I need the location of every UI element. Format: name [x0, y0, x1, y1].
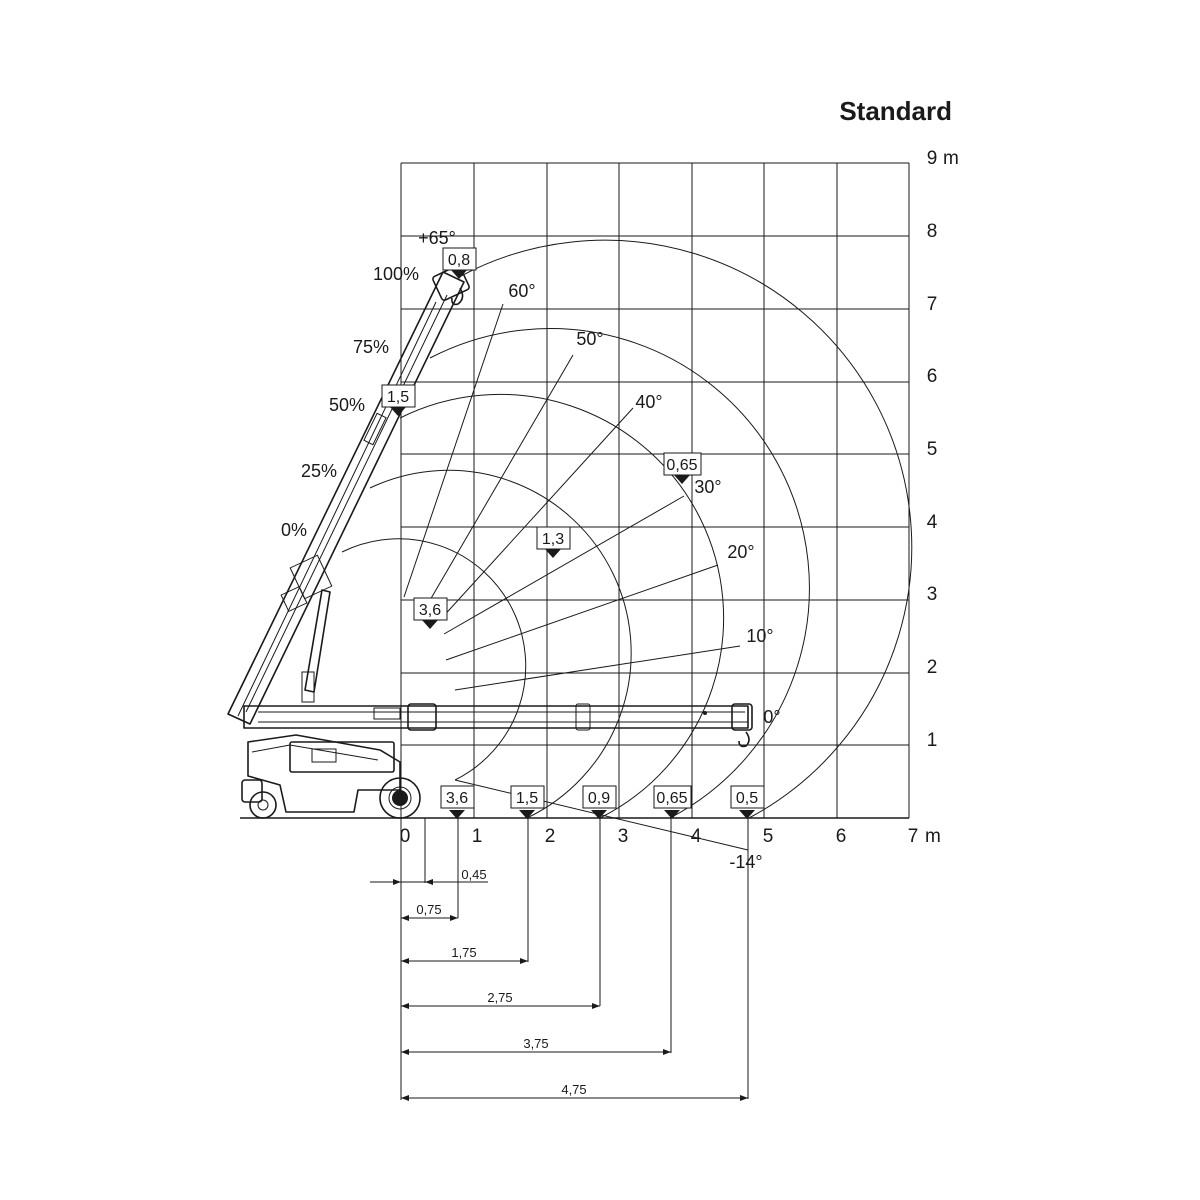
y-tick-label: 1 [927, 730, 938, 751]
load-markers: 0,8 1,5 0,65 1,3 3,6 [381, 247, 702, 629]
svg-text:1,5: 1,5 [387, 389, 409, 406]
load-marker: 0,8 [442, 247, 477, 279]
angle-label: -14° [729, 852, 762, 872]
y-axis: 1 2 3 4 5 6 7 8 9 m [927, 148, 959, 751]
angle-label: 60° [508, 281, 535, 301]
angle-label: 0° [763, 707, 780, 727]
dimension-label: 1,75 [451, 945, 476, 960]
x-tick-label: 0 [400, 826, 411, 847]
chart-title: Standard [839, 96, 952, 126]
ground-load-marker: 0,65 [653, 785, 692, 819]
working-range-arcs [341, 239, 913, 819]
ray-10 [454, 645, 741, 691]
x-tick-label: 5 [763, 826, 774, 847]
x-tick-label: 1 [472, 826, 483, 847]
dimension-label: 0,45 [461, 867, 486, 882]
x-tick-label: 7 [908, 826, 919, 847]
extension-label: 0% [281, 520, 307, 540]
dimension-label: 3,75 [523, 1036, 548, 1051]
x-tick-label: 3 [618, 826, 629, 847]
svg-text:0,5: 0,5 [736, 790, 758, 807]
y-tick-label: 2 [927, 657, 938, 678]
ray-30 [443, 495, 685, 635]
angle-label: 10° [746, 626, 773, 646]
svg-text:0,65: 0,65 [656, 790, 687, 807]
dimension-lines: 0,45 0,75 1,75 2,75 3,75 4,75 [370, 818, 749, 1101]
crane-illustration [227, 265, 753, 819]
extension-label: 25% [301, 461, 337, 481]
y-tick-label: 7 [927, 294, 938, 315]
extension-label: 50% [329, 395, 365, 415]
y-tick-label: 8 [927, 221, 938, 242]
extension-label: 100% [373, 264, 419, 284]
x-tick-label: 6 [836, 826, 847, 847]
boom-horizontal [243, 705, 749, 729]
svg-text:1,3: 1,3 [542, 531, 564, 548]
grid [240, 162, 910, 819]
angle-rays [403, 303, 749, 851]
front-wheel [249, 791, 277, 819]
load-marker: 3,6 [413, 597, 448, 629]
svg-text:0,9: 0,9 [588, 790, 610, 807]
angle-label: +65° [418, 228, 456, 248]
range-arc-0 [341, 538, 527, 781]
load-marker: 1,3 [536, 526, 571, 558]
x-axis: 0 1 2 3 4 5 6 7 m [400, 826, 941, 847]
x-tick-label: 4 [691, 826, 702, 847]
angle-label: 30° [694, 477, 721, 497]
range-arc-25 [369, 469, 632, 819]
load-marker: 1,5 [381, 384, 416, 416]
angle-label: 50° [576, 329, 603, 349]
ground-load-marker: 0,9 [582, 785, 617, 819]
svg-text:3,6: 3,6 [446, 790, 468, 807]
range-arc-100 [460, 239, 913, 819]
angle-labels: +65° 60° 50° 40° 30° 20° 10° 0° -14° [418, 228, 780, 872]
dimension-label: 4,75 [561, 1082, 586, 1097]
y-tick-label: 6 [927, 366, 938, 387]
ray-50 [425, 354, 574, 608]
chassis [247, 734, 401, 813]
y-axis-unit: m [943, 148, 959, 169]
svg-text:1,5: 1,5 [516, 790, 538, 807]
rear-wheel [379, 777, 421, 819]
boom-raised [227, 271, 465, 725]
ray-60 [403, 303, 504, 598]
extension-labels: 100% 75% 50% 25% 0% [281, 264, 419, 540]
ground-load-markers: 3,6 1,5 0,9 0,65 0,5 [440, 785, 765, 819]
ray-40 [439, 407, 634, 621]
y-tick-label: 9 [927, 148, 938, 169]
svg-text:0,65: 0,65 [666, 457, 697, 474]
ray-20 [445, 564, 719, 661]
ground-load-marker: 3,6 [440, 785, 475, 819]
angle-label: 40° [635, 392, 662, 412]
y-tick-label: 4 [927, 512, 938, 533]
svg-text:0,8: 0,8 [448, 252, 470, 269]
dimension-label: 0,75 [416, 902, 441, 917]
y-tick-label: 5 [927, 439, 938, 460]
dimension-label: 2,75 [487, 990, 512, 1005]
extension-label: 75% [353, 337, 389, 357]
load-marker: 0,65 [663, 452, 702, 484]
x-tick-label: 2 [545, 826, 556, 847]
range-arc-75 [429, 328, 810, 819]
svg-text:3,6: 3,6 [419, 602, 441, 619]
y-tick-label: 3 [927, 584, 938, 605]
range-arc-50 [399, 393, 725, 819]
angle-label: 20° [727, 542, 754, 562]
x-axis-unit: m [925, 826, 941, 847]
ground-load-marker: 0,5 [730, 785, 765, 819]
ground-load-marker: 1,5 [510, 785, 545, 819]
